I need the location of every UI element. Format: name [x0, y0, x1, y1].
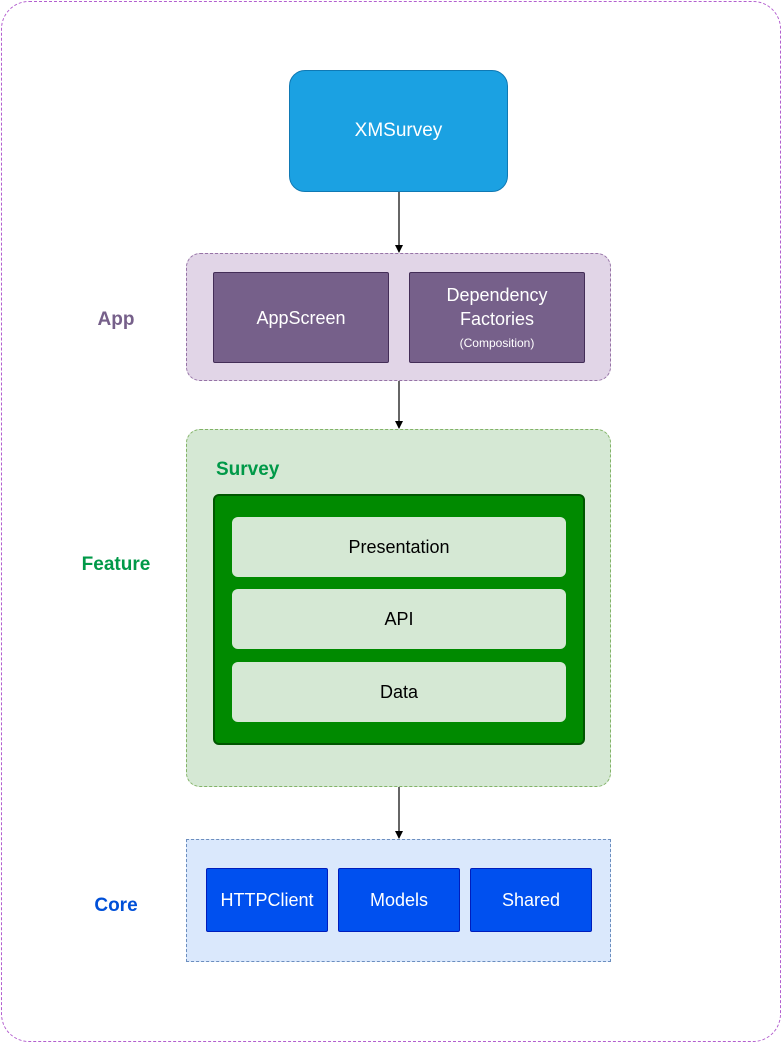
api-layer-node[interactable]: API: [232, 589, 566, 649]
app-layer-label: App: [97, 309, 135, 330]
shared-label: Shared: [501, 889, 561, 910]
appscreen-label: AppScreen: [256, 307, 346, 328]
api-label: API: [384, 608, 414, 629]
feature-layer-label: Feature: [81, 554, 151, 575]
shared-node[interactable]: Shared: [470, 868, 592, 932]
core-layer-label: Core: [94, 895, 138, 916]
data-layer-node[interactable]: Data: [232, 662, 566, 722]
dependency-factories-node[interactable]: Dependency Factories (Composition): [409, 272, 585, 363]
presentation-layer-node[interactable]: Presentation: [232, 517, 566, 577]
xmsurvey-node[interactable]: XMSurvey: [289, 70, 508, 192]
xmsurvey-label: XMSurvey: [354, 120, 443, 141]
httpclient-label: HTTPClient: [220, 889, 314, 910]
appscreen-node[interactable]: AppScreen: [213, 272, 389, 363]
models-label: Models: [369, 889, 429, 910]
survey-module-title: Survey: [216, 459, 280, 480]
httpclient-node[interactable]: HTTPClient: [206, 868, 328, 932]
composition-sublabel: (Composition): [459, 335, 535, 350]
presentation-label: Presentation: [348, 536, 450, 557]
data-label: Data: [379, 681, 419, 702]
models-node[interactable]: Models: [338, 868, 460, 932]
dependency-factories-label: Dependency Factories: [446, 284, 548, 329]
